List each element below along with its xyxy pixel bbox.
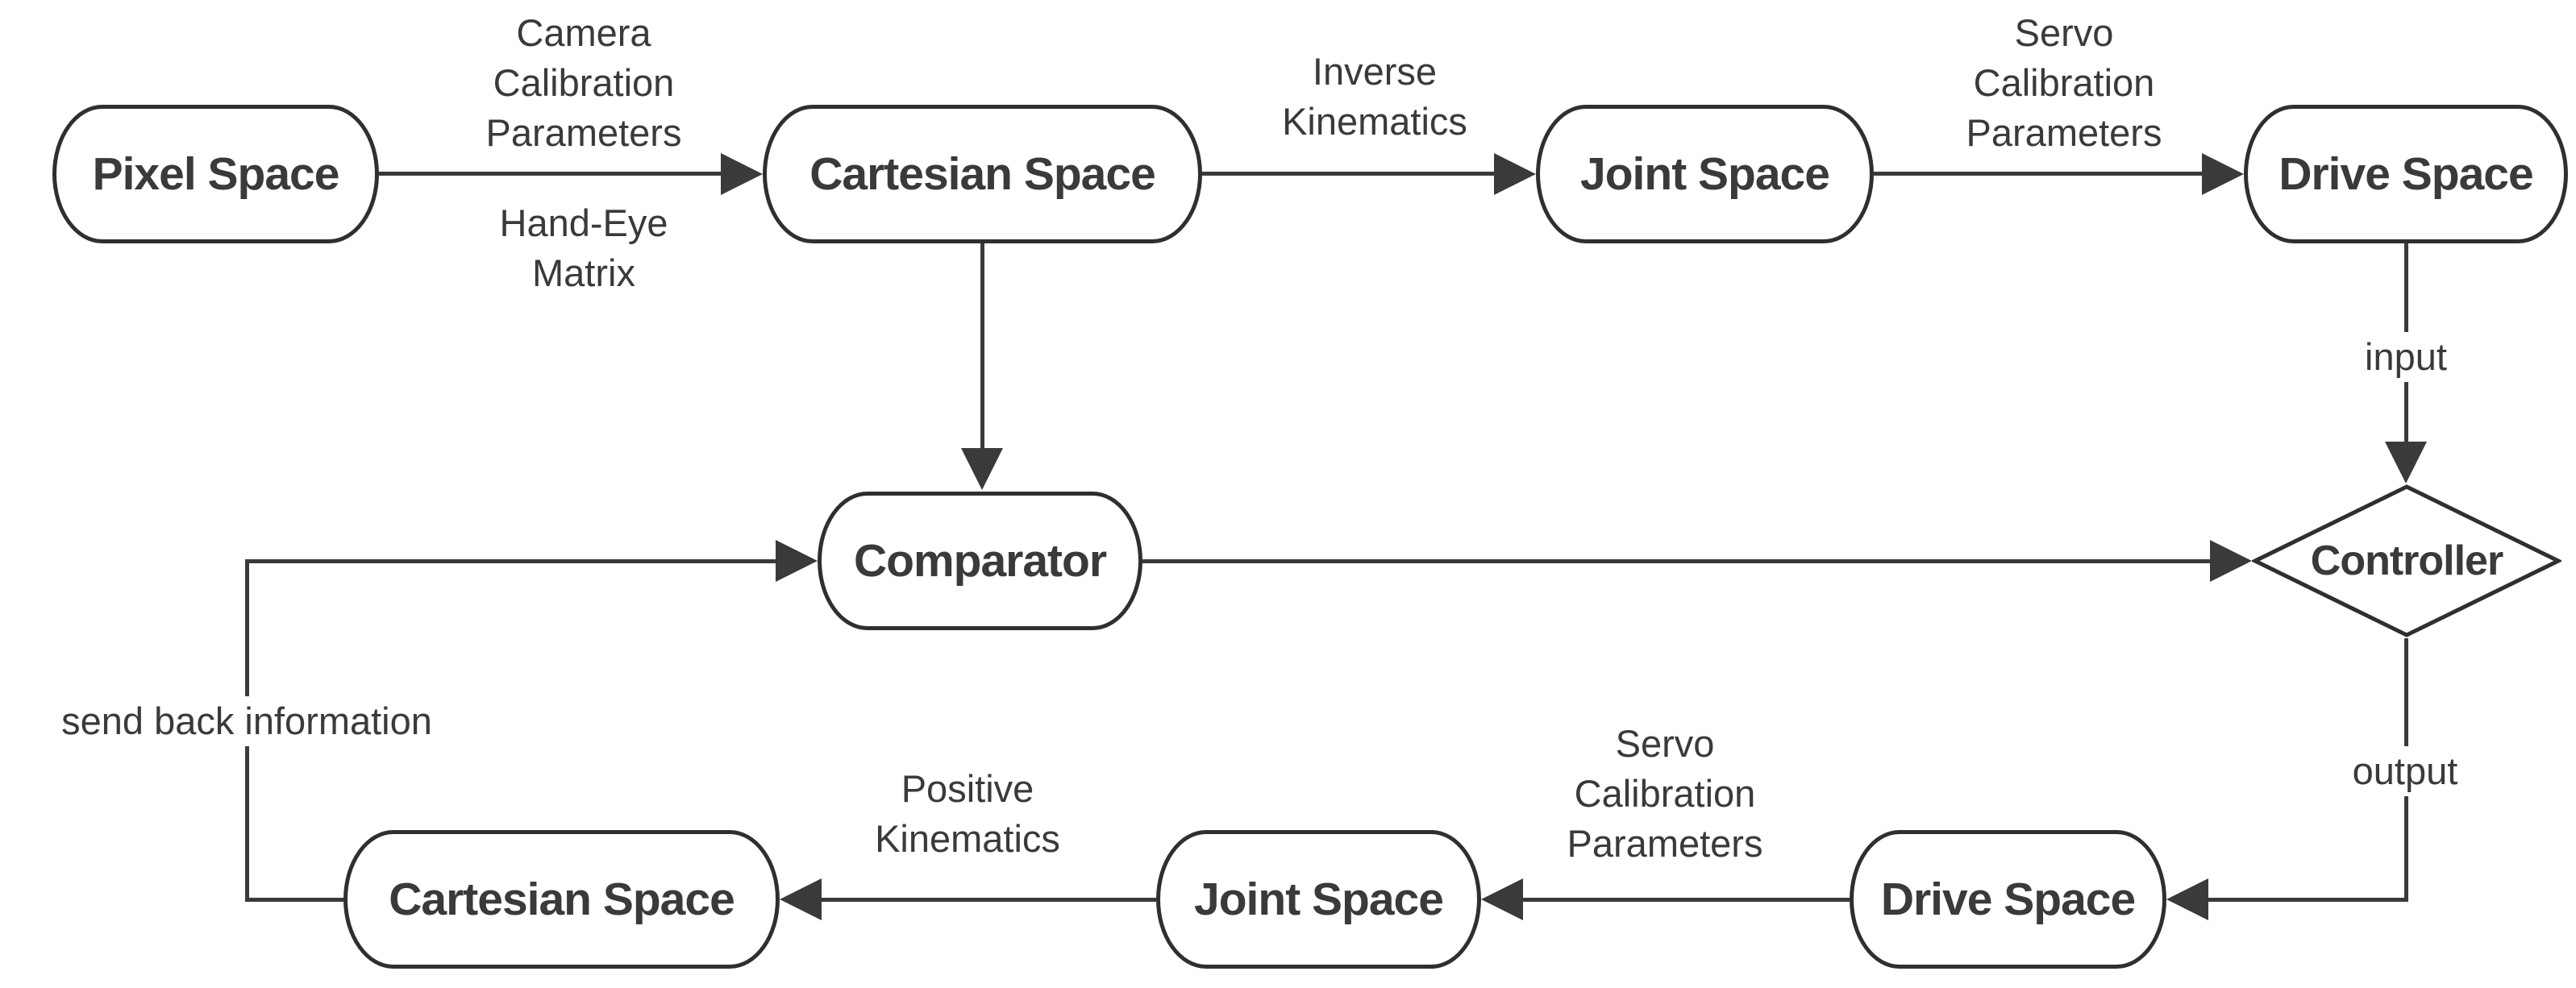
edge-joint-to-drive-arrowhead-icon	[2202, 153, 2244, 195]
node-cartesian-space-bottom-label: Cartesian Space	[389, 874, 735, 925]
node-joint-space-bottom: Joint Space	[1156, 830, 1481, 969]
edge-label-hand-eye-matrix: Hand-Eye Matrix	[491, 198, 676, 298]
edge-drive-to-controller-arrowhead-icon	[2385, 442, 2427, 484]
node-joint-space-top-label: Joint Space	[1580, 148, 1830, 200]
edge-feedback-bottom-hline	[245, 898, 343, 902]
controller-diamond-shape	[2252, 484, 2561, 637]
node-pixel-space-label: Pixel Space	[92, 148, 340, 200]
edge-cartesian-to-joint-arrowhead-icon	[1494, 153, 1536, 195]
node-joint-space-top: Joint Space	[1536, 105, 1874, 243]
edge-joint-to-drive-line	[1874, 172, 2206, 176]
edge-cartesian-to-comparator-line	[980, 243, 984, 450]
node-pixel-space: Pixel Space	[52, 105, 379, 243]
node-controller-label: Controller	[2310, 538, 2503, 584]
node-drive-space-bottom-label: Drive Space	[1880, 874, 2136, 925]
node-cartesian-space-bottom: Cartesian Space	[343, 830, 780, 969]
edge-comparator-to-controller-arrowhead-icon	[2210, 540, 2252, 582]
edge-controller-to-drive-arrowhead-icon	[2166, 878, 2208, 920]
edge-cartesian-to-joint-line	[1202, 172, 1498, 176]
node-controller: Controller	[2252, 484, 2561, 638]
edge-joint-to-cartesian-bottom-line	[822, 898, 1156, 902]
edge-joint-to-cartesian-bottom-arrowhead-icon	[780, 878, 822, 920]
node-comparator: Comparator	[818, 492, 1142, 630]
edge-label-camera-calibration-parameters: Camera Calibration Parameters	[477, 8, 690, 158]
edge-label-servo-calibration-parameters-top: Servo Calibration Parameters	[1958, 8, 2170, 158]
edge-label-input: input	[2357, 332, 2455, 382]
edge-pixel-to-cartesian-arrowhead-icon	[721, 153, 763, 195]
edge-drive-to-joint-bottom-line	[1523, 898, 1850, 902]
node-drive-space-top: Drive Space	[2244, 105, 2568, 243]
edge-label-inverse-kinematics: Inverse Kinematics	[1274, 47, 1475, 147]
node-joint-space-bottom-label: Joint Space	[1194, 874, 1444, 925]
node-cartesian-space-top: Cartesian Space	[763, 105, 1202, 243]
edge-label-positive-kinematics: Positive Kinematics	[867, 764, 1068, 864]
edge-label-servo-calibration-parameters-bottom: Servo Calibration Parameters	[1559, 719, 1771, 869]
node-cartesian-space-top-label: Cartesian Space	[809, 148, 1156, 200]
node-drive-space-top-label: Drive Space	[2278, 148, 2533, 200]
node-comparator-label: Comparator	[853, 535, 1107, 587]
edge-pixel-to-cartesian-line	[379, 172, 725, 176]
edge-drive-to-joint-bottom-arrowhead-icon	[1481, 878, 1523, 920]
edge-label-output: output	[2344, 746, 2466, 796]
node-drive-space-bottom: Drive Space	[1850, 830, 2166, 969]
edge-feedback-top-hline	[245, 559, 776, 563]
edge-comparator-to-controller-line	[1142, 559, 2214, 563]
edge-cartesian-to-comparator-arrowhead-icon	[961, 448, 1003, 490]
edge-label-send-back-information: send back information	[53, 696, 440, 746]
edge-feedback-arrowhead-icon	[776, 540, 818, 582]
edge-controller-to-drive-hline	[2208, 898, 2408, 902]
